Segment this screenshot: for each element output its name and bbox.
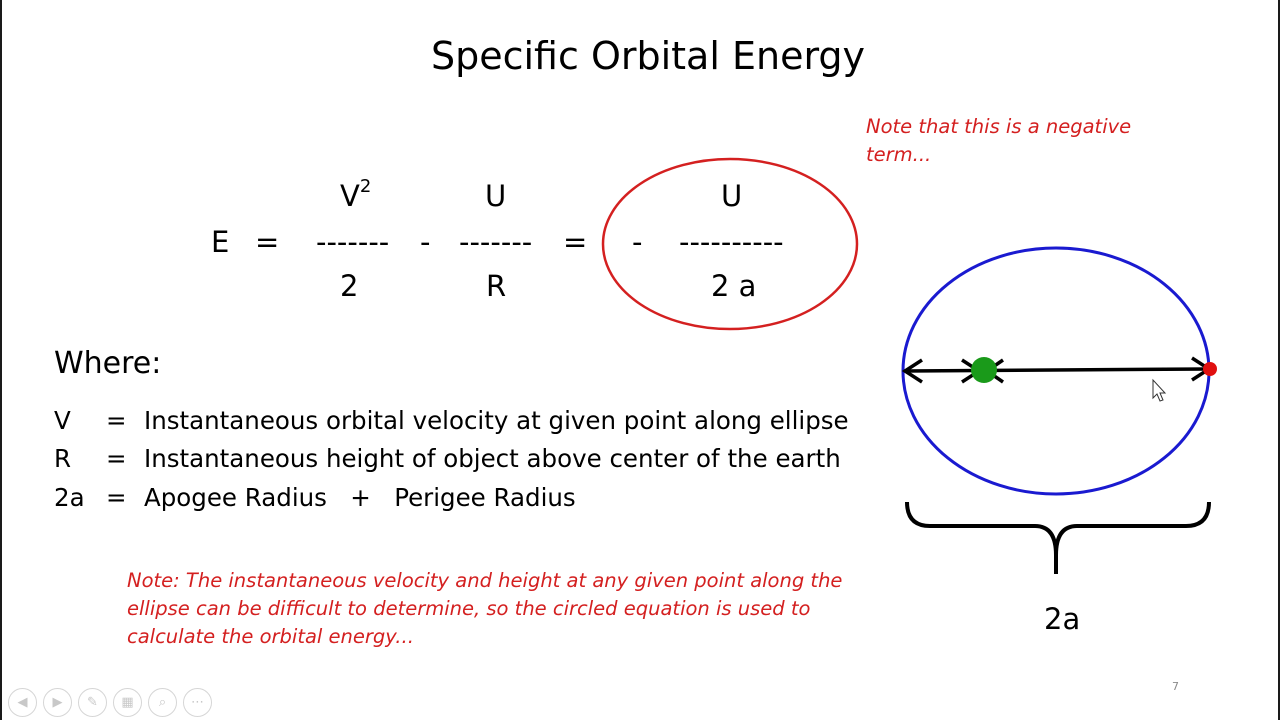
definition-equals: = bbox=[106, 406, 127, 435]
left-arrowhead bbox=[901, 358, 923, 384]
equation-minus-1: - bbox=[420, 225, 431, 259]
equation-minus-2: - bbox=[632, 225, 643, 259]
term1-denominator: 2 bbox=[340, 269, 359, 303]
term2-denominator: R bbox=[486, 269, 507, 303]
definition-text: Instantaneous orbital velocity at given … bbox=[144, 406, 849, 435]
term1-numerator-base: V bbox=[340, 179, 360, 213]
where-heading: Where: bbox=[54, 346, 162, 381]
slide-page-number: 7 bbox=[1172, 680, 1179, 693]
term2-fraction-bar: ------- bbox=[459, 225, 533, 259]
next-icon[interactable]: ▶ bbox=[43, 688, 72, 717]
term1-fraction-bar: ------- bbox=[316, 225, 390, 259]
major-axis-brace bbox=[905, 501, 1211, 574]
definition-symbol: V bbox=[54, 406, 71, 435]
negative-term-note: Note that this is a negative term... bbox=[866, 115, 1132, 166]
major-axis-label: 2a bbox=[1044, 602, 1081, 636]
definition-text: Apogee Radius + Perigee Radius bbox=[144, 483, 576, 512]
definition-symbol: R bbox=[54, 444, 72, 473]
definition-equals: = bbox=[106, 483, 127, 512]
term1-numerator-exponent: 2 bbox=[359, 176, 372, 197]
pen-icon[interactable]: ✎ bbox=[78, 688, 107, 717]
bottom-note: Note: The instantaneous velocity and hei… bbox=[127, 569, 843, 648]
previous-icon[interactable]: ◀ bbox=[8, 688, 37, 717]
term3-numerator: U bbox=[721, 179, 743, 213]
term1-numerator: V2 bbox=[340, 178, 371, 213]
circled-equation-highlight bbox=[601, 157, 859, 331]
mouse-cursor-icon bbox=[1152, 378, 1167, 402]
equation-equals-1: = bbox=[255, 225, 280, 259]
major-axis-line bbox=[905, 367, 1209, 373]
term3-denominator: 2 a bbox=[711, 269, 757, 303]
zoom-icon[interactable]: ⌕ bbox=[148, 688, 177, 717]
definition-symbol: 2a bbox=[54, 483, 85, 512]
slide-title: Specific Orbital Energy bbox=[430, 34, 866, 78]
slides-grid-icon[interactable]: ▦ bbox=[113, 688, 142, 717]
equation-lhs: E bbox=[211, 225, 230, 259]
earth-focus-dot bbox=[971, 357, 997, 383]
equation-equals-2: = bbox=[563, 225, 588, 259]
satellite-dot bbox=[1203, 362, 1217, 376]
term3-fraction-bar: ---------- bbox=[679, 225, 784, 259]
definition-text: Instantaneous height of object above cen… bbox=[144, 444, 841, 473]
more-icon[interactable]: ⋯ bbox=[183, 688, 212, 717]
window-left-border bbox=[0, 0, 2, 720]
window-right-border bbox=[1278, 0, 1280, 720]
term2-numerator: U bbox=[485, 179, 507, 213]
definition-equals: = bbox=[106, 444, 127, 473]
presentation-toolbar: ◀ ▶ ✎ ▦ ⌕ ⋯ bbox=[8, 688, 212, 717]
